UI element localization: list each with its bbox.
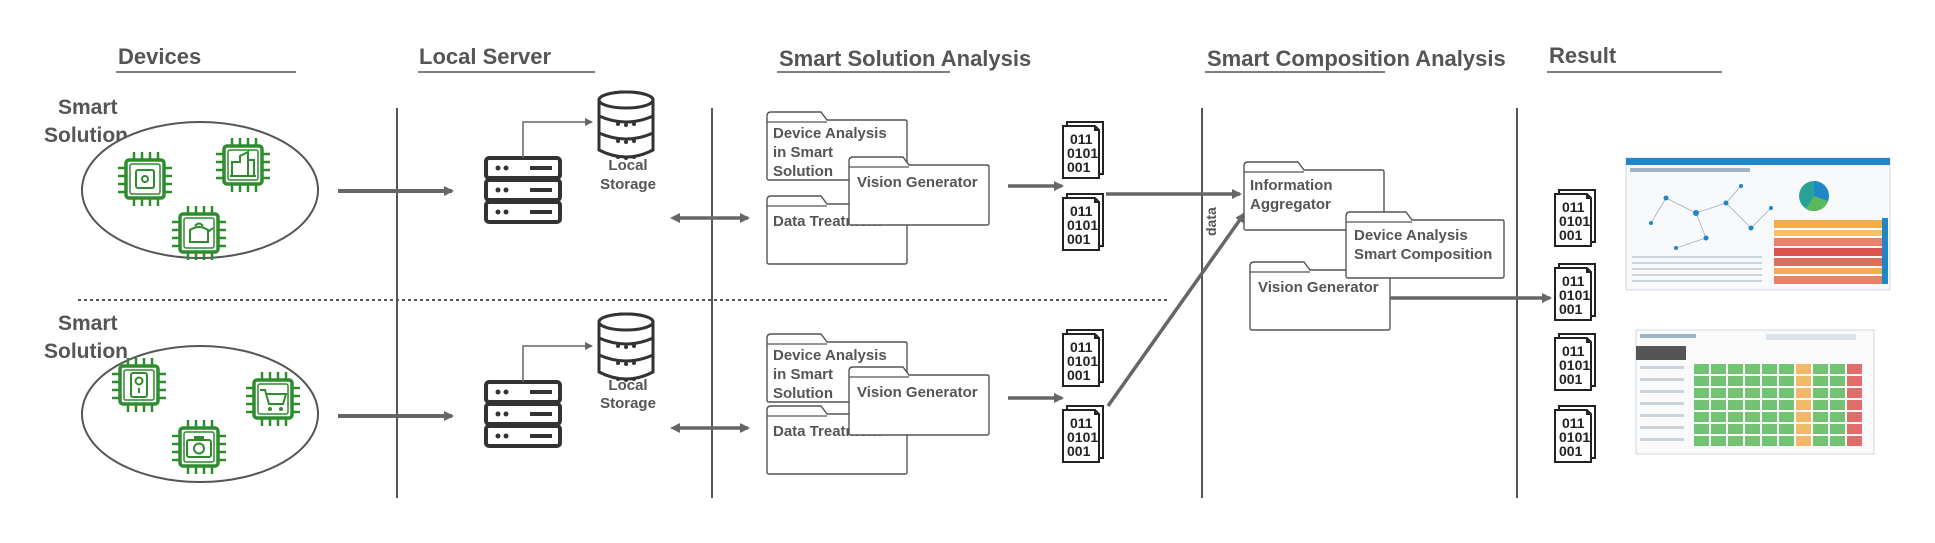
svg-text:Information: Information	[1250, 177, 1333, 194]
header-local-server: Local Server	[419, 44, 552, 69]
database-icon-1	[597, 90, 655, 162]
cart-chip-icon	[244, 370, 302, 428]
column-headers: Devices Local Server Smart Solution Anal…	[116, 43, 1722, 73]
device-group-1: Smart Solution Local Storage	[44, 90, 1104, 265]
svg-text:001: 001	[1559, 227, 1583, 243]
storage-label-1a: Local	[608, 157, 647, 174]
folder-vision-generator-composition: Vision Generator	[1249, 261, 1391, 331]
svg-text:001: 001	[1559, 443, 1583, 459]
svg-text:Aggregator: Aggregator	[1250, 196, 1331, 213]
folder-vision-generator-1: Vision Generator	[848, 156, 990, 226]
svg-text:001: 001	[1067, 159, 1091, 175]
folder-device-analysis-1: Device Analysis in Smart Solution	[766, 111, 908, 181]
svg-text:011: 011	[1070, 131, 1093, 147]
storage-label-2b: Storage	[600, 395, 656, 412]
svg-text:011: 011	[1562, 415, 1585, 431]
folder-device-analysis-composition: Device Analysis Smart Composition	[1345, 211, 1505, 279]
svg-text:011: 011	[1070, 415, 1093, 431]
dashboard-thumbnail	[1625, 157, 1891, 291]
city-chip-icon	[214, 136, 272, 194]
storage-label-1b: Storage	[600, 176, 656, 193]
header-composition-analysis: Smart Composition Analysis	[1207, 46, 1506, 71]
group-1-title-line2: Solution	[44, 124, 128, 147]
svg-text:011: 011	[1562, 343, 1585, 359]
svg-text:001: 001	[1559, 371, 1583, 387]
svg-text:0101: 0101	[1067, 145, 1098, 161]
doorbell-chip-icon	[110, 356, 168, 414]
svg-text:0101: 0101	[1067, 353, 1098, 369]
svg-text:001: 001	[1067, 231, 1091, 247]
camera-chip-icon	[170, 418, 228, 476]
group-2-title-line1: Smart	[58, 312, 118, 335]
local-server-2	[484, 380, 562, 448]
svg-text:001: 001	[1067, 367, 1091, 383]
svg-text:0101: 0101	[1559, 357, 1590, 373]
svg-text:Device Analysis: Device Analysis	[1354, 227, 1468, 244]
svg-text:0101: 0101	[1559, 213, 1590, 229]
folder-device-analysis-2: Device Analysis in Smart Solution	[766, 333, 908, 403]
svg-text:in Smart: in Smart	[773, 366, 833, 383]
svg-text:Device Analysis: Device Analysis	[773, 347, 887, 364]
status-table-thumbnail	[1635, 329, 1875, 455]
arrow-to-aggregator-bottom	[1106, 212, 1246, 408]
svg-text:Device Analysis: Device Analysis	[773, 125, 887, 142]
device-group-2: Smart Solution Local Storage Devi	[44, 312, 1104, 483]
data-label: data	[1203, 207, 1219, 236]
svg-text:0101: 0101	[1067, 429, 1098, 445]
svg-text:001: 001	[1067, 443, 1091, 459]
column-separators	[396, 108, 1518, 498]
storage-label-2a: Local	[608, 377, 647, 394]
svg-text:in Smart: in Smart	[773, 144, 833, 161]
folder-information-aggregator: Information Aggregator	[1243, 161, 1385, 231]
group-2-title-line2: Solution	[44, 340, 128, 363]
header-devices: Devices	[118, 44, 201, 69]
database-icon-2	[597, 312, 655, 384]
svg-text:011: 011	[1562, 199, 1585, 215]
header-result: Result	[1549, 43, 1617, 68]
svg-text:Vision Generator: Vision Generator	[1258, 279, 1379, 296]
header-solution-analysis: Smart Solution Analysis	[779, 46, 1031, 71]
svg-text:Vision Generator: Vision Generator	[857, 384, 978, 401]
svg-text:Smart Composition: Smart Composition	[1354, 246, 1492, 263]
svg-text:Vision Generator: Vision Generator	[857, 174, 978, 191]
media-chip-icon	[116, 150, 174, 208]
svg-text:011: 011	[1070, 339, 1093, 355]
svg-text:Solution: Solution	[773, 385, 833, 402]
folder-vision-generator-2: Vision Generator	[848, 366, 990, 436]
svg-text:0101: 0101	[1559, 429, 1590, 445]
svg-text:001: 001	[1559, 301, 1583, 317]
svg-text:Solution: Solution	[773, 163, 833, 180]
svg-text:0101: 0101	[1067, 217, 1098, 233]
local-server-1	[484, 156, 562, 224]
kettle-chip-icon	[170, 204, 228, 262]
svg-text:011: 011	[1070, 203, 1093, 219]
group-1-title-line1: Smart	[58, 96, 118, 119]
svg-text:011: 011	[1562, 273, 1585, 289]
svg-text:0101: 0101	[1559, 287, 1590, 303]
